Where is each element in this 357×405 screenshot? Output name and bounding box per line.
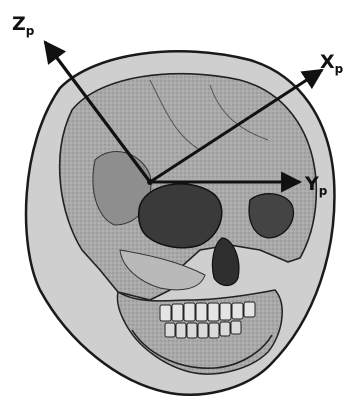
- axis-origin: [147, 179, 153, 185]
- lower-teeth: [165, 321, 241, 338]
- orbit: [139, 184, 222, 248]
- z-axis-label: Zp: [12, 13, 35, 38]
- x-axis-label: Xp: [320, 51, 344, 76]
